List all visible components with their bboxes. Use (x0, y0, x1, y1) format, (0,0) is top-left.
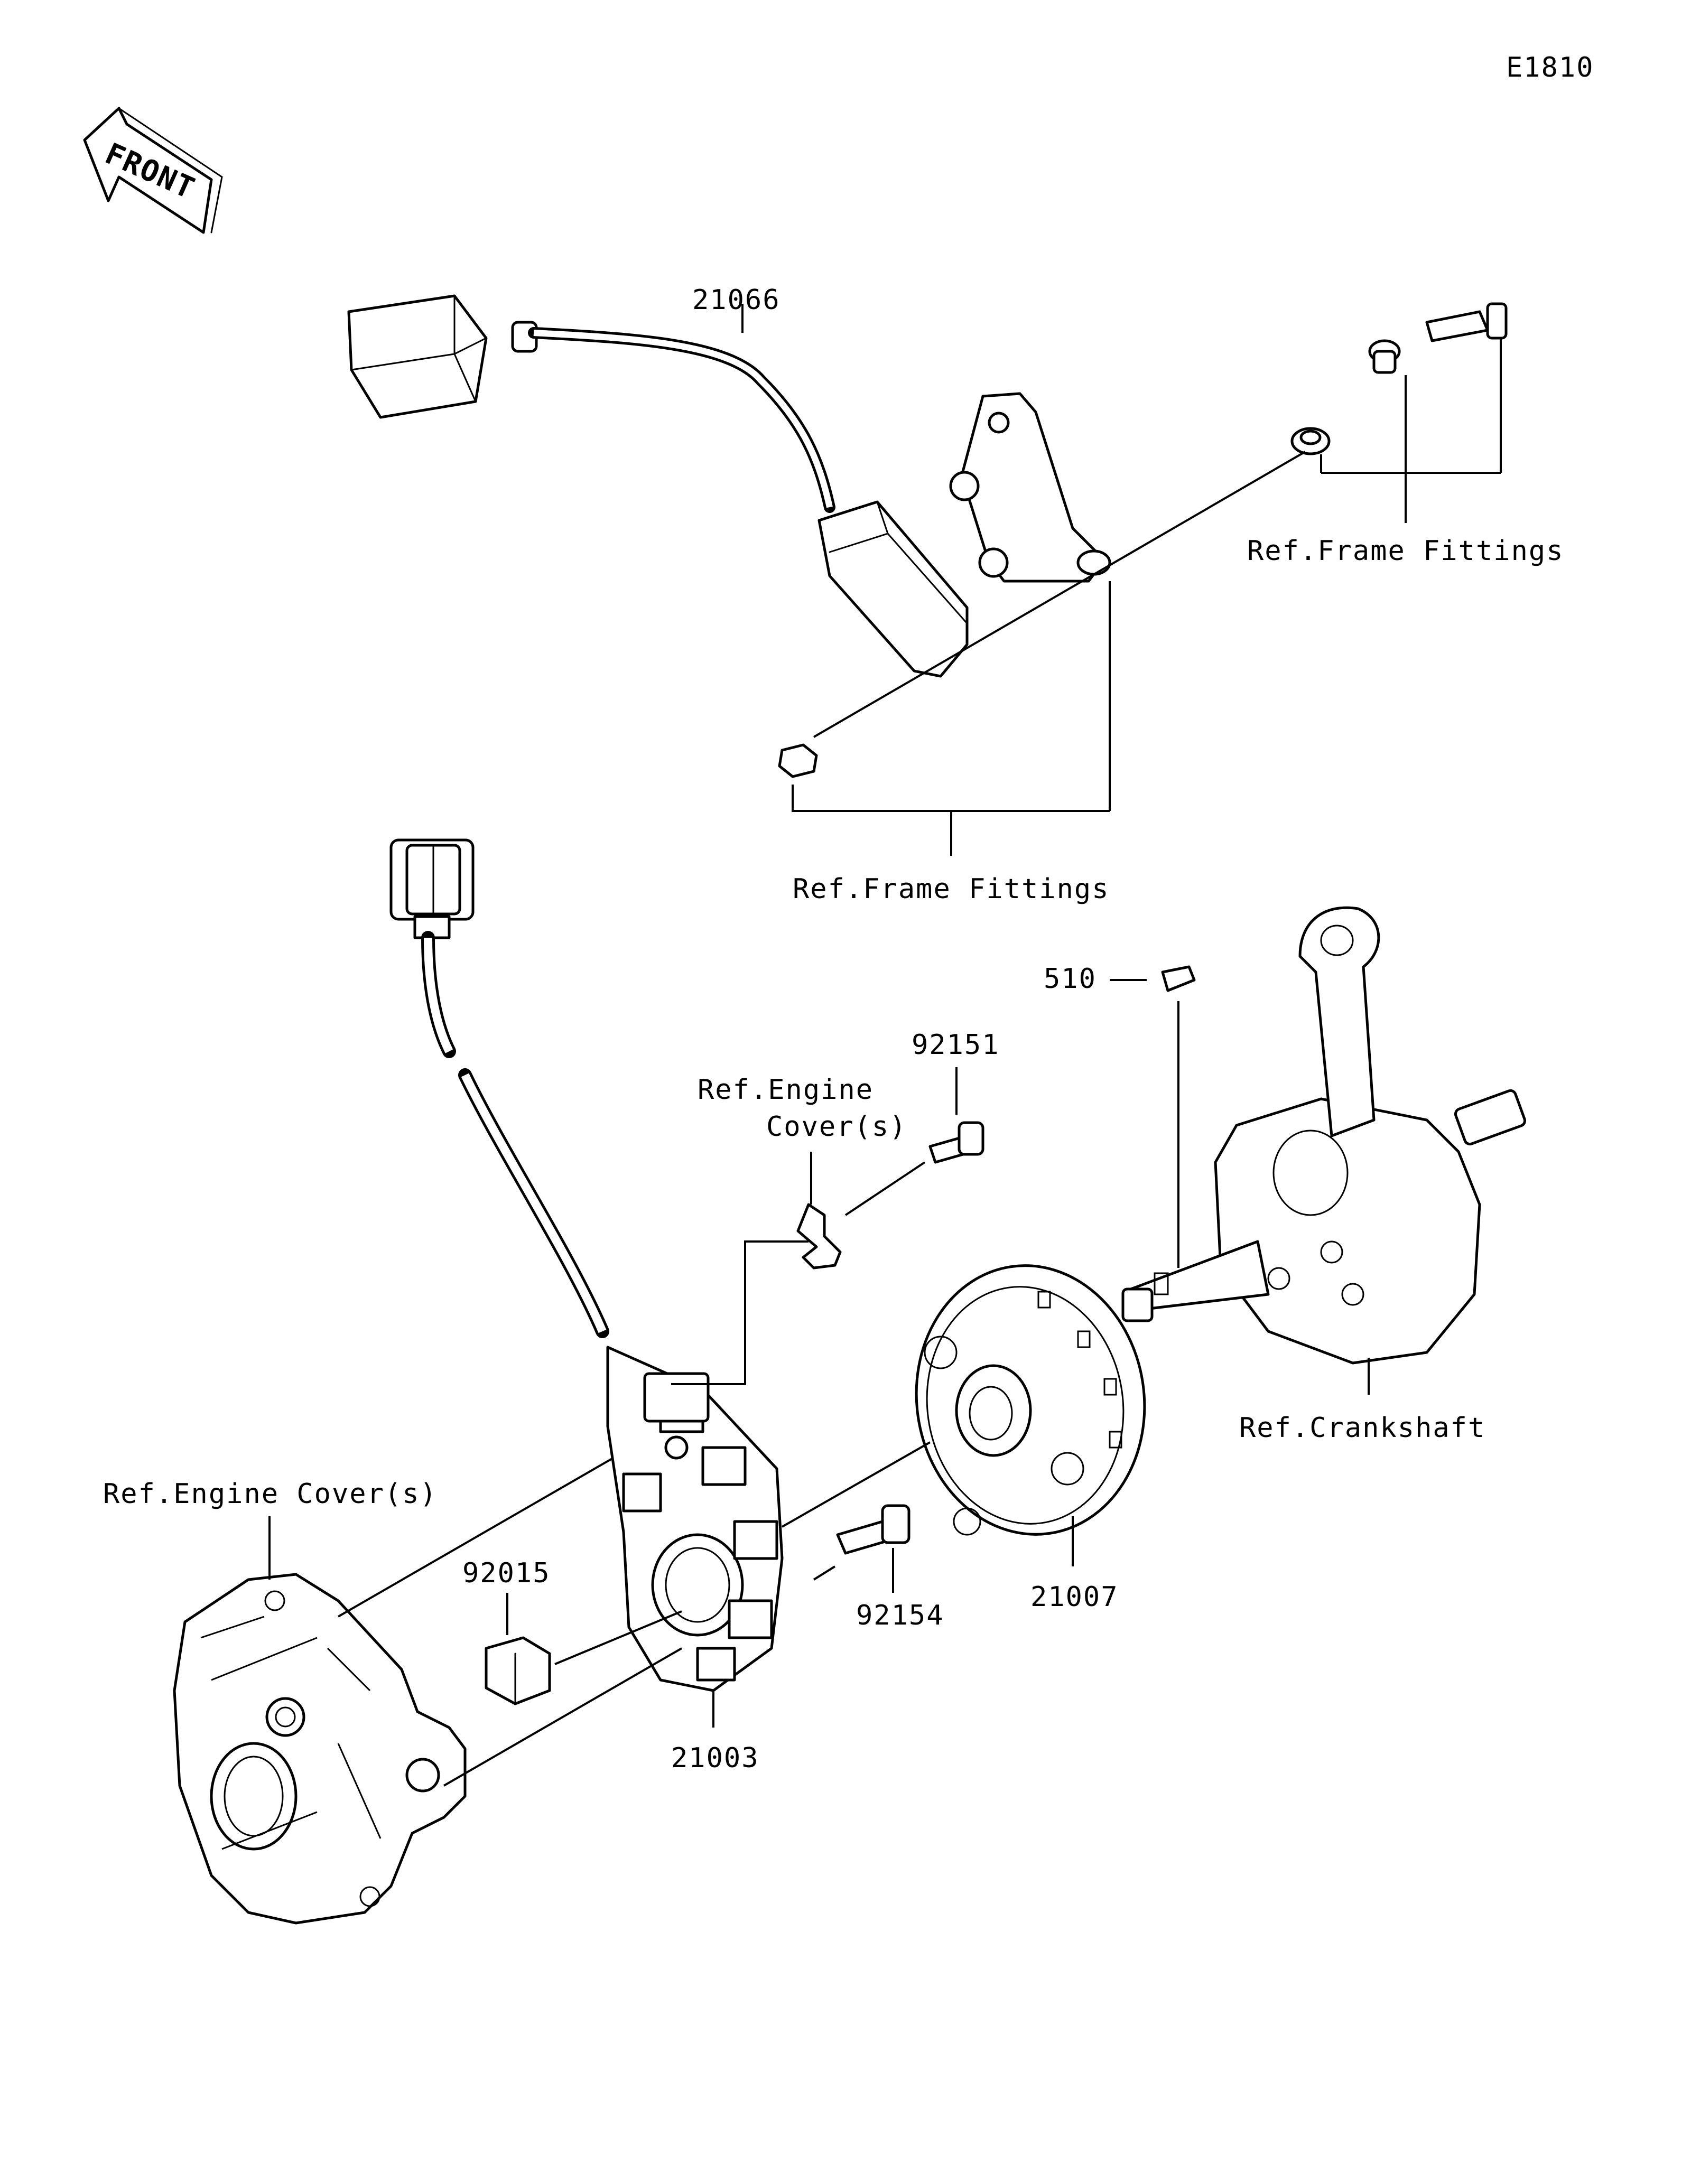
stator-21003 (606, 1346, 784, 1692)
diagram-id: E1810 (1506, 52, 1594, 83)
label-510: 510 (1044, 963, 1097, 995)
label-92154: 92154 (856, 1600, 944, 1631)
label-21003: 21003 (671, 1742, 759, 1774)
label-ref-frame-fittings-top: Ref.Frame Fittings (1247, 535, 1564, 567)
label-ref-engine-cover-small-2: Cover(s) (766, 1111, 907, 1143)
bolt-92154 (836, 1504, 910, 1555)
label-92151: 92151 (912, 1029, 1000, 1061)
frame-fitting-hardware (1290, 302, 1508, 455)
label-ref-frame-fittings-mid: Ref.Frame Fittings (793, 873, 1110, 905)
label-ref-crankshaft: Ref.Crankshaft (1239, 1412, 1485, 1444)
front-direction-arrow-icon: FRONT (83, 107, 223, 234)
wire-clamp (796, 1203, 842, 1270)
label-ref-engine-cover-small-1: Ref.Engine (698, 1074, 874, 1106)
stator-connector (389, 838, 609, 1338)
label-ref-engine-cover-large: Ref.Engine Cover(s) (103, 1478, 438, 1510)
engine-cover (173, 1573, 467, 1925)
label-21007: 21007 (1030, 1581, 1119, 1613)
rotor-flywheel-21007 (915, 1264, 1146, 1536)
nut-92015 (485, 1636, 551, 1705)
label-92015: 92015 (462, 1557, 551, 1589)
key-510 (1161, 965, 1196, 992)
mounting-bracket (949, 392, 1111, 583)
crankshaft (1121, 906, 1527, 1365)
regulator-rectifier-21066 (347, 294, 969, 678)
bolt-92151 (928, 1121, 984, 1164)
nut (778, 743, 818, 778)
label-21066: 21066 (692, 284, 781, 316)
